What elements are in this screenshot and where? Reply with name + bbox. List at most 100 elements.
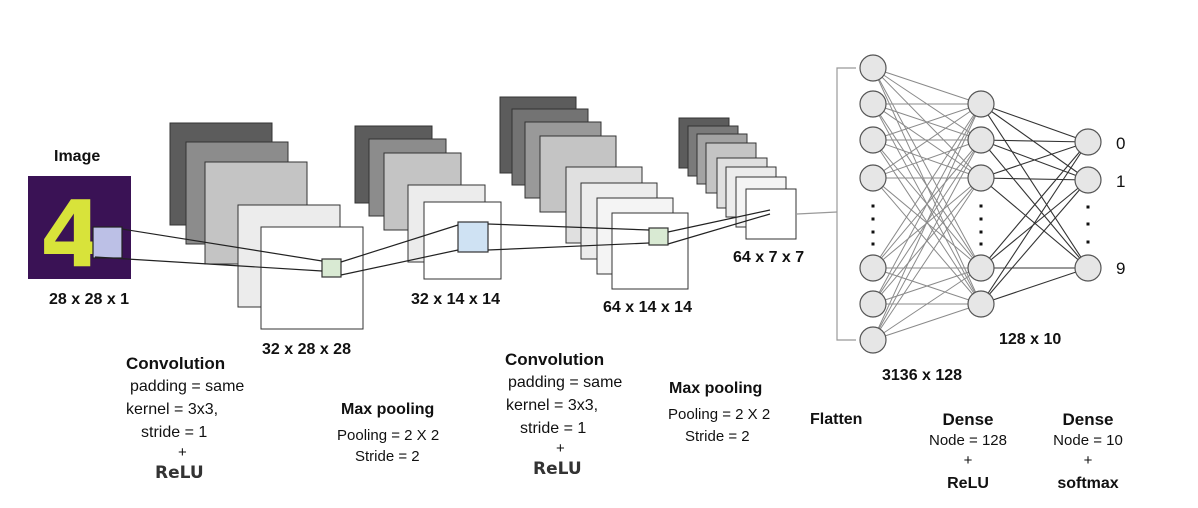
output-node <box>1074 166 1102 194</box>
dense1-shape-label: 3136 x 128 <box>882 367 963 384</box>
dense1-title: Dense <box>942 410 994 429</box>
flatten-link-line <box>796 211 838 215</box>
ellipsis-dot <box>871 230 875 234</box>
dense1-node <box>967 90 995 118</box>
projection-line <box>94 256 323 272</box>
input-receptive-field <box>92 226 123 259</box>
dense2-title: Dense <box>1062 410 1114 429</box>
conv1-feature-maps <box>169 122 364 330</box>
conv2-padding: padding = same <box>508 374 623 391</box>
projection-line <box>340 224 459 263</box>
pool2-pooling: Pooling = 2 X 2 <box>668 406 771 423</box>
conv1-plus: + <box>178 444 187 461</box>
dense2-connections <box>980 103 1089 305</box>
pool1-title: Max pooling <box>341 401 435 418</box>
dense1-edge <box>872 139 982 179</box>
dense2-edge <box>980 139 1089 143</box>
conv2-stride: stride = 1 <box>520 420 587 437</box>
flatten-connector <box>796 67 856 341</box>
dense2-shape-label: 128 x 10 <box>999 331 1062 348</box>
conv2-kernel: kernel = 3x3, <box>506 397 599 414</box>
projection-line <box>667 213 771 245</box>
dense1-nodes: Node = 128 <box>929 432 1007 449</box>
pool2-feature-maps <box>678 117 797 240</box>
flatten-node <box>859 254 887 282</box>
dense2-edge <box>980 141 1089 305</box>
output-label-9: 9 <box>1116 259 1126 278</box>
dense2-edge <box>980 179 1089 305</box>
image-title: Image <box>54 148 101 165</box>
conv2-plus: + <box>556 440 565 457</box>
output-node <box>1074 128 1102 156</box>
dense1-node <box>967 290 995 318</box>
ellipsis-dot <box>871 204 875 208</box>
pool1-feature-maps <box>354 125 502 280</box>
dense1-edge <box>872 267 982 341</box>
conv2-shape-label: 64 x 14 x 14 <box>603 299 692 316</box>
pool1-pooling: Pooling = 2 X 2 <box>337 427 440 444</box>
projection-line <box>340 249 459 276</box>
conv1-title: Convolution <box>126 354 226 373</box>
conv2-highlight-cell <box>648 227 669 246</box>
dense1-edge <box>872 103 982 179</box>
ellipsis-dots <box>871 204 1090 246</box>
conv2-feature-maps <box>499 96 689 290</box>
flatten-node <box>859 54 887 82</box>
image-shape-label: 28 x 28 x 1 <box>49 291 130 308</box>
dense2-edge <box>980 177 1089 181</box>
ellipsis-dot <box>871 242 875 246</box>
dense1-edge <box>872 267 982 305</box>
dense1-edge <box>872 67 982 179</box>
input-image: 4 <box>28 176 131 288</box>
dense1-edge <box>872 177 982 341</box>
ellipsis-dot <box>1086 222 1090 226</box>
ellipsis-dot <box>979 217 983 221</box>
flatten-title: Flatten <box>810 411 863 428</box>
dense1-edge <box>872 103 982 141</box>
dense1-activation: ReLU <box>947 475 989 492</box>
projection-line <box>667 209 771 233</box>
dense1-edge <box>872 303 982 341</box>
dense1-edge <box>872 67 982 105</box>
conv1-shape-label: 32 x 28 x 28 <box>262 341 351 358</box>
pool2-stride: Stride = 2 <box>685 428 750 445</box>
dense2-plus: + <box>1083 452 1093 469</box>
conv1-activation: ReLU <box>155 463 204 483</box>
projection-line <box>487 223 650 231</box>
dense2-edge <box>980 103 1089 181</box>
dense1-node <box>967 126 995 154</box>
dense1-node <box>967 164 995 192</box>
conv1-map-front <box>260 226 364 330</box>
pool2-map-front <box>745 188 797 240</box>
flatten-node <box>859 90 887 118</box>
dense2-edge <box>980 103 1089 143</box>
dense2-edge <box>980 267 1089 305</box>
dense1-plus: + <box>963 452 973 469</box>
ellipsis-dot <box>1086 240 1090 244</box>
conv1-kernel: kernel = 3x3, <box>126 401 219 418</box>
conv2-title: Convolution <box>505 350 605 369</box>
conv1-padding: padding = same <box>130 378 245 395</box>
dense1-connections <box>872 67 982 341</box>
conv1-stride: stride = 1 <box>141 424 208 441</box>
dense1-edge <box>872 103 982 305</box>
ellipsis-dot <box>979 242 983 246</box>
dense1-edge <box>872 103 982 269</box>
dense2-edge <box>980 141 1089 269</box>
dense2-edge <box>980 141 1089 179</box>
pool1-shape-label: 32 x 14 x 14 <box>411 291 500 308</box>
network-nodes <box>859 54 1102 354</box>
pool2-title: Max pooling <box>669 380 763 397</box>
output-label-0: 0 <box>1116 134 1126 153</box>
dense2-edge <box>980 179 1089 269</box>
conv2-map-front <box>611 212 689 290</box>
pool2-shape-label: 64 x 7 x 7 <box>733 249 805 266</box>
ellipsis-dot <box>1086 205 1090 209</box>
dense2-nodes: Node = 10 <box>1053 432 1123 449</box>
projection-line <box>121 228 323 262</box>
ellipsis-dot <box>871 217 875 221</box>
projection-line <box>487 242 650 251</box>
dense1-edge <box>872 139 982 341</box>
pool1-highlight-cell <box>457 221 489 253</box>
pool1-stride: Stride = 2 <box>355 448 420 465</box>
